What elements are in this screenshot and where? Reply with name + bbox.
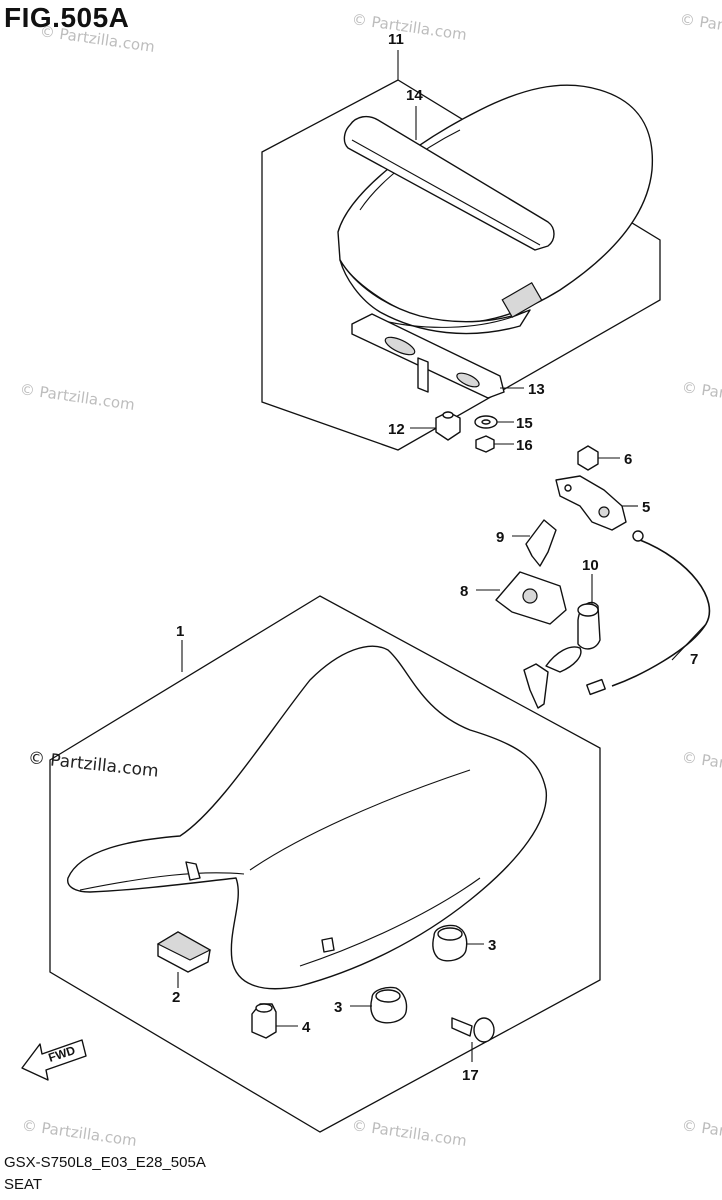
- callout-17: 17: [462, 1067, 479, 1084]
- callout-3-lower: 3: [334, 999, 342, 1016]
- callout-7: 7: [690, 651, 698, 668]
- callout-4: 4: [302, 1019, 311, 1036]
- clip-9: [525, 519, 557, 567]
- figure-code: GSX-S750L8_E03_E28_505A: [4, 1154, 206, 1171]
- callout-9: 9: [496, 529, 504, 546]
- callout-3-upper: 3: [488, 937, 496, 954]
- callout-10: 10: [582, 557, 599, 574]
- lock-cable: [611, 539, 711, 687]
- callout-8: 8: [460, 583, 468, 600]
- bracket-tab: [417, 357, 429, 393]
- callout-15: 15: [516, 415, 533, 432]
- fwd-arrow-icon: FWD: [21, 1039, 87, 1081]
- figure-title: FIG.505A: [4, 2, 130, 33]
- callout-12: 12: [388, 421, 405, 438]
- screw-17: [451, 1017, 473, 1037]
- rear-seat-hook: [501, 282, 543, 318]
- callout-13: 13: [528, 381, 545, 398]
- callout-2: 2: [172, 989, 180, 1006]
- callout-11: 11: [388, 31, 404, 48]
- seat-hook-front: [185, 861, 201, 881]
- seat-lock: [555, 475, 627, 531]
- rear-seat-cushion-edge: [339, 259, 531, 335]
- seat-strap: [343, 115, 555, 251]
- seat-hook-rear: [321, 937, 335, 953]
- nut-6: [577, 445, 599, 471]
- callout-1: 1: [176, 623, 184, 640]
- callout-5: 5: [642, 499, 650, 516]
- callout-16: 16: [516, 437, 533, 454]
- callout-14: 14: [406, 87, 423, 104]
- front-seat: [67, 645, 548, 990]
- front-seat-group-frame: [49, 595, 601, 1133]
- collar-16: [475, 435, 495, 453]
- key: [523, 663, 549, 709]
- figure-name: SEAT: [4, 1176, 43, 1193]
- callout-6: 6: [624, 451, 632, 468]
